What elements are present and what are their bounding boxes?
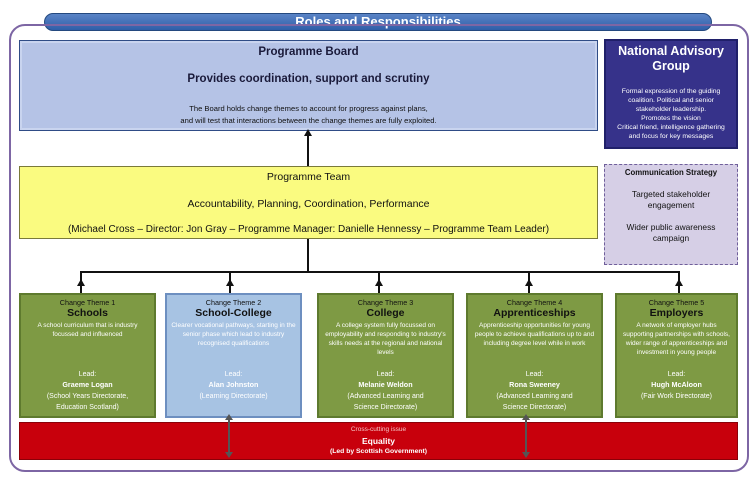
advisory-body: Formal expression of the guiding coaliti… <box>610 87 732 141</box>
apprenticeships-equality-arrow-down <box>522 452 530 458</box>
programme-board-box: Programme Board Provides coordination, s… <box>19 40 598 131</box>
team-title: Programme Team <box>266 171 351 183</box>
team-to-board-arrowhead <box>304 129 312 136</box>
theme-label: Change Theme 4 <box>506 298 563 307</box>
change-theme-apprenticeships: Change Theme 4 Apprenticeships Apprentic… <box>466 293 603 418</box>
theme-name: Schools <box>67 307 108 319</box>
advisory-line-6: and focus for key messages <box>628 133 714 140</box>
school-college-equality-arrow-down <box>225 452 233 458</box>
programme-team-box: Programme Team Accountability, Planning,… <box>19 166 598 239</box>
equality-bar: Cross-cutting issue Equality (Led by Sco… <box>19 422 738 460</box>
advisory-line-3: stakeholder leadership. <box>635 106 707 113</box>
theme-directorate: (Fair Work Directorate) <box>619 391 734 402</box>
theme-directorate-line-1: (Advanced Learning and <box>496 393 573 400</box>
theme-name: Apprenticeships <box>493 307 576 319</box>
national-advisory-group-box: National Advisory Group Formal expressio… <box>604 39 738 149</box>
advisory-title-line-1: National Advisory <box>618 44 724 58</box>
team-people: (Michael Cross – Director: Jon Gray – Pr… <box>67 224 550 235</box>
theme-label: Change Theme 1 <box>59 298 116 307</box>
comms-title: Communication Strategy <box>624 168 718 177</box>
theme-label: Change Theme 5 <box>648 298 705 307</box>
advisory-line-2: coalition. Political and senior <box>628 97 714 104</box>
theme-directorate-line-2: Science Directorate) <box>502 404 567 411</box>
theme-description: A school curriculum that is industry foc… <box>37 322 138 338</box>
theme-lead-name: Graeme Logan <box>62 380 113 389</box>
theme-label: Change Theme 3 <box>357 298 414 307</box>
advisory-line-5: Critical friend, intelligence gathering <box>617 124 725 131</box>
change-theme-employers: Change Theme 5 Employers A network of em… <box>615 293 738 418</box>
themes-horizontal-connector <box>80 271 680 273</box>
theme-directorate: (Advanced Learning and Science Directora… <box>321 391 450 413</box>
theme-directorate: (Learning Directorate) <box>169 391 298 402</box>
theme-4-arrowhead <box>525 279 533 286</box>
equality-label: Cross-cutting issue <box>350 426 407 433</box>
theme-5-arrowhead <box>675 279 683 286</box>
advisory-line-1: Formal expression of the guiding <box>621 88 721 95</box>
board-body: The Board holds change themes to account… <box>20 103 597 127</box>
theme-name: School-College <box>195 307 272 319</box>
theme-lead-name: Alan Johnston <box>208 380 259 389</box>
school-college-equality-arrow-up <box>225 414 233 420</box>
theme-description: A college system fully focussed on emplo… <box>325 322 446 356</box>
theme-directorate-line-1: (Learning Directorate) <box>199 393 268 400</box>
theme-name: Employers <box>649 307 704 319</box>
theme-lead-label: Lead: <box>224 371 243 378</box>
theme-lead-label: Lead: <box>376 371 395 378</box>
communication-strategy-box: Communication Strategy Targeted stakehol… <box>604 164 738 265</box>
theme-lead-label: Lead: <box>667 371 686 378</box>
school-college-equality-link <box>228 418 230 454</box>
apprenticeships-equality-link <box>525 418 527 454</box>
apprenticeships-equality-arrow-up <box>522 414 530 420</box>
theme-description: Clearer vocational pathways, starting in… <box>171 322 296 347</box>
theme-directorate-line-1: (School Years Directorate, <box>46 393 129 400</box>
theme-lead-name: Hugh McAloon <box>651 380 702 389</box>
theme-directorate-line-2: Science Directorate) <box>353 404 418 411</box>
change-theme-college: Change Theme 3 College A college system … <box>317 293 454 418</box>
board-body-line-1: The Board holds change themes to account… <box>189 104 428 113</box>
board-title: Programme Board <box>258 46 359 58</box>
theme-directorate-line-1: (Advanced Learning and <box>347 393 424 400</box>
theme-lead-name: Melanie Weldon <box>358 380 413 389</box>
comms-point-1: Targeted stakeholder engagement <box>631 189 711 210</box>
theme-2-arrowhead <box>226 279 234 286</box>
advisory-title: National Advisory Group <box>606 44 736 74</box>
team-down-connector <box>307 239 309 272</box>
theme-directorate: (Advanced Learning and Science Directora… <box>470 391 599 413</box>
board-subtitle: Provides coordination, support and scrut… <box>187 73 430 85</box>
outer-frame <box>9 24 749 472</box>
theme-directorate-line-2: Education Scotland) <box>56 404 119 411</box>
team-to-board-connector <box>307 133 309 166</box>
equality-name: Equality <box>361 436 396 446</box>
advisory-line-4: Promotes the vision <box>641 115 701 122</box>
theme-lead-label: Lead: <box>525 371 544 378</box>
team-subtitle: Accountability, Planning, Coordination, … <box>187 198 430 210</box>
theme-directorate-line-1: (Fair Work Directorate) <box>640 393 713 400</box>
theme-label: Change Theme 2 <box>205 298 262 307</box>
theme-lead-name: Rona Sweeney <box>509 380 560 389</box>
change-theme-school-college: Change Theme 2 School-College Clearer vo… <box>165 293 302 418</box>
theme-3-arrowhead <box>375 279 383 286</box>
theme-name: College <box>366 307 405 319</box>
theme-directorate: (School Years Directorate, Education Sco… <box>23 391 152 413</box>
theme-lead-label: Lead: <box>78 371 97 378</box>
change-theme-schools: Change Theme 1 Schools A school curricul… <box>19 293 156 418</box>
board-body-line-2: and will test that interactions between … <box>180 116 437 125</box>
theme-description: Apprenticeship opportunities for young p… <box>474 322 595 347</box>
advisory-title-line-2: Group <box>652 59 690 73</box>
equality-lead: (Led by Scottish Government) <box>329 448 428 455</box>
comms-point-2: Wider public awareness campaign <box>626 222 716 243</box>
theme-1-arrowhead <box>77 279 85 286</box>
theme-description: A network of employer hubs supporting pa… <box>623 322 730 356</box>
